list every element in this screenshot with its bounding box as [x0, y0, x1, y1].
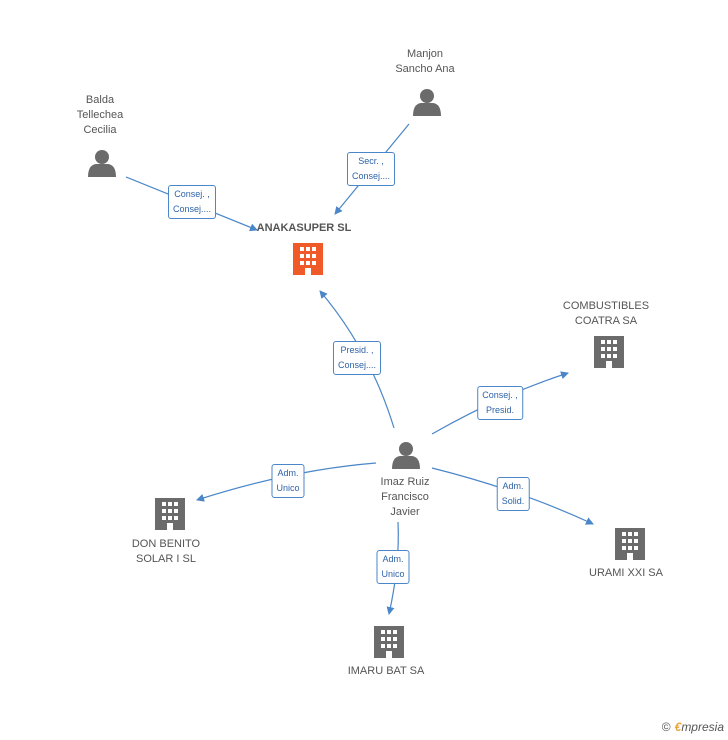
node-label-anakasuper[interactable]: ANAKASUPER SL	[256, 222, 352, 234]
edge-label-imaz-anakasuper[interactable]: Presid. , Consej....	[332, 341, 382, 375]
footer-watermark: © €mpresia	[662, 720, 724, 734]
brand-logo-text: mpresia	[681, 720, 724, 734]
node-label-imaru[interactable]: IMARU BAT SA	[347, 665, 425, 677]
node-label-combustibles[interactable]: COMBUSTIBLES COATRA SA	[562, 300, 650, 327]
node-label-manjon[interactable]: Manjon Sancho Ana	[395, 48, 455, 75]
building-icon[interactable]	[594, 336, 624, 368]
node-label-urami[interactable]: URAMI XXI SA	[589, 567, 663, 579]
edge-label-balda-anakasuper[interactable]: Consej. , Consej....	[167, 185, 217, 219]
brand-logo: €mpresia	[675, 720, 724, 734]
node-label-balda[interactable]: Balda Tellechea Cecilia	[76, 94, 124, 136]
brand-logo-e: €	[674, 720, 682, 734]
person-icon[interactable]	[392, 442, 420, 469]
person-icon[interactable]	[413, 89, 441, 116]
edge-label-manjon-anakasuper[interactable]: Secr. , Consej....	[346, 152, 396, 186]
building-icon[interactable]	[293, 243, 323, 275]
node-label-donbenito[interactable]: DON BENITO SOLAR I SL	[131, 538, 201, 565]
edge-label-imaz-urami[interactable]: Adm. Solid.	[496, 477, 530, 511]
edge-label-imaz-combustibles[interactable]: Consej. , Presid.	[477, 386, 523, 420]
building-icon[interactable]	[155, 498, 185, 530]
edge-label-imaz-donbenito[interactable]: Adm. Unico	[271, 464, 305, 498]
node-label-imaz[interactable]: Imaz Ruiz Francisco Javier	[380, 476, 430, 518]
building-icon[interactable]	[615, 528, 645, 560]
edge-label-imaz-imaru[interactable]: Adm. Unico	[376, 550, 410, 584]
copyright-symbol: ©	[661, 720, 671, 734]
person-icon[interactable]	[88, 150, 116, 177]
building-icon[interactable]	[374, 626, 404, 658]
